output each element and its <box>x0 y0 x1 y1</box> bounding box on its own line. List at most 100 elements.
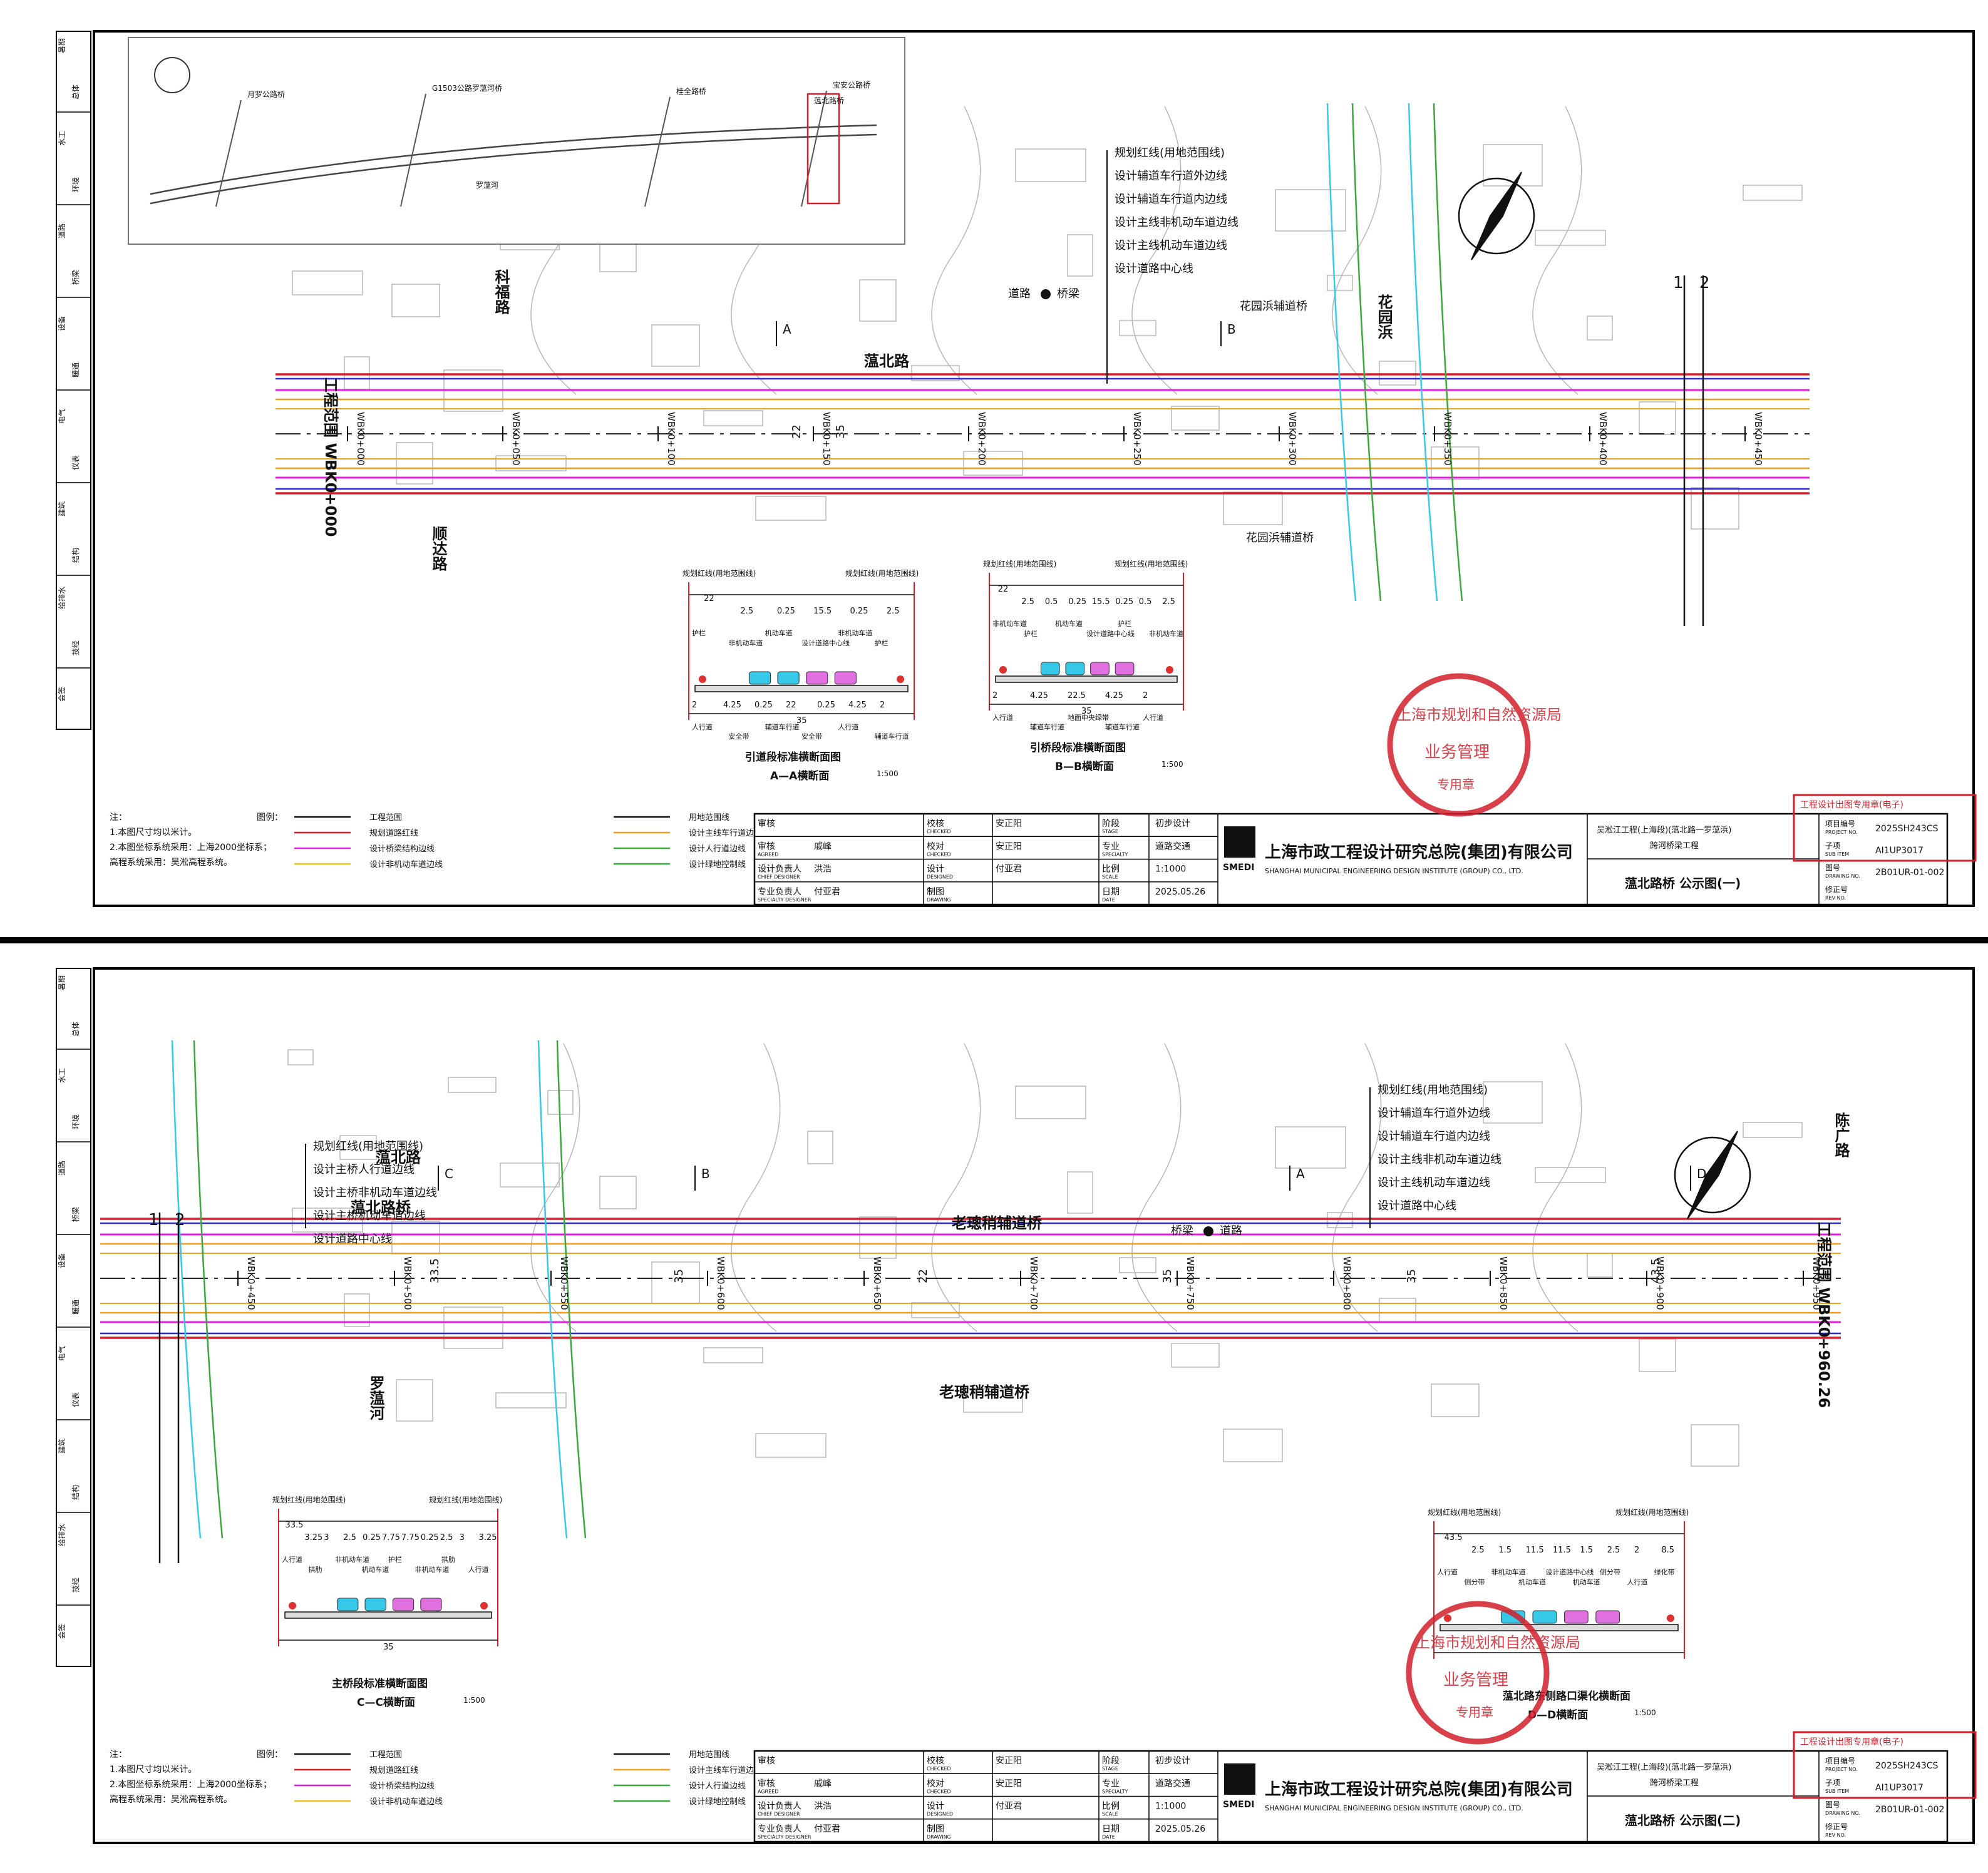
legend-title: 图例： <box>257 1750 283 1760</box>
section-lane-label: 设计道路中心线 <box>801 639 850 647</box>
title-block-cell: AGREED <box>758 1788 778 1794</box>
title-block-cell: 校对 <box>927 841 944 851</box>
side-strip-label: 电气 <box>57 1346 66 1361</box>
terrain-line <box>530 1043 580 1332</box>
section-dim: 0.5 <box>1045 597 1058 607</box>
section-lane-label: 护栏 <box>1024 629 1038 638</box>
section-dim: 0.25 <box>363 1533 381 1542</box>
legend-label: 设计人行道边线 <box>689 1782 746 1791</box>
building-outline <box>339 1135 377 1160</box>
vehicle-icon <box>1090 662 1110 675</box>
building-outline <box>1743 1122 1803 1138</box>
chainage-label: WBK0+400 <box>1597 412 1609 466</box>
title-block-id-label: DRAWING NO. <box>1825 1810 1860 1816</box>
building-outline <box>1587 316 1613 341</box>
building-outline <box>495 1392 567 1409</box>
north-arrow-ring <box>1674 1136 1751 1214</box>
section-redline-label: 规划红线(用地范围线) <box>1428 1507 1501 1517</box>
section-dim: 2 <box>1634 1546 1639 1555</box>
note-text: 2.本图坐标系统采用：上海2000坐标系； <box>110 843 272 853</box>
section-lane-label: 机动车道 <box>765 629 793 637</box>
title-block-cell: 专业负责人 <box>758 1824 801 1834</box>
legend-label: 设计主线车行道边线 <box>689 828 762 838</box>
title-block-cell: SCALE <box>1102 875 1118 880</box>
section-dim: 2.5 <box>887 607 900 616</box>
key-map-bridge-label: G1503公路罗蕰河桥 <box>432 83 502 93</box>
title-block-cell: CHECKED <box>927 1766 951 1772</box>
section-subtitle: B—B横断面 <box>1055 760 1114 773</box>
building-outline <box>1431 1383 1480 1417</box>
section-lane-label: 设计道路中心线 <box>1086 629 1135 638</box>
building-outline <box>500 1162 560 1188</box>
title-block-cell: 专业负责人 <box>758 887 801 897</box>
title-block-id-label: 修正号 <box>1825 885 1848 894</box>
terrain-line <box>1332 1043 1382 1332</box>
building-outline <box>703 410 763 426</box>
section-lane-label: 非机动车道 <box>335 1555 369 1564</box>
section-dim: 22 <box>786 700 796 710</box>
terrain-line <box>1332 106 1382 395</box>
building-outline <box>391 1221 440 1255</box>
stamp-bottom-text: 专用章 <box>1456 1705 1493 1720</box>
chainage-label: WBK0+050 <box>510 412 522 466</box>
transition-label: 道路 <box>1220 1224 1242 1238</box>
stamp-ring-text: 上海市规划和自然资源局 <box>1396 706 1562 724</box>
section-dim: 0.25 <box>777 607 795 616</box>
building-outline <box>1743 185 1803 201</box>
title-block-cell: 安正阳 <box>996 1778 1022 1788</box>
title-block-id-value: AI1UP3017 <box>1875 1783 1924 1793</box>
section-lane-label: 侧分带 <box>1600 1568 1620 1576</box>
side-strip-label: 给排水 <box>58 587 66 609</box>
side-strip-label: 结构 <box>71 1485 80 1500</box>
section-dim: 8.5 <box>1661 1546 1674 1555</box>
chainage-label: WBK0+350 <box>1442 412 1453 466</box>
title-block-id-label: 项目编号 <box>1825 819 1855 828</box>
callout-label: 规划红线(用地范围线) <box>313 1140 423 1153</box>
section-lane-label: 辅道车行道 <box>1105 722 1140 731</box>
section-lane-label: 机动车道 <box>1573 1578 1600 1586</box>
section-redline-label: 规划红线(用地范围线) <box>1115 559 1188 568</box>
chainage-label: WBK0+950 <box>1811 1256 1822 1310</box>
transition-label: 桥梁 <box>1057 287 1079 300</box>
section-dim: 3 <box>460 1533 465 1542</box>
chainage-label: WBK0+450 <box>1753 412 1764 466</box>
building-outline <box>1119 1257 1156 1273</box>
building-outline <box>1223 1429 1283 1462</box>
section-title: 引桥段标准横断面图 <box>1030 741 1126 754</box>
title-block-cell: STAGE <box>1102 829 1118 834</box>
title-block-cell: 专业 <box>1102 841 1120 851</box>
building-outline <box>1587 1253 1613 1278</box>
section-dim: 43.5 <box>1445 1533 1463 1542</box>
callout-label: 设计道路中心线 <box>313 1233 392 1246</box>
section-lane-label: 安全带 <box>728 732 749 741</box>
section-lane-label: 侧分带 <box>1464 1578 1485 1586</box>
legend-label: 设计非机动车道边线 <box>369 1797 443 1807</box>
section-dim: 3.25 <box>304 1533 322 1542</box>
building-outline <box>859 279 897 322</box>
section-redline-label: 规划红线(用地范围线) <box>845 568 919 578</box>
vehicle-icon <box>1065 662 1085 675</box>
section-dim: 0.25 <box>1115 597 1133 607</box>
side-strip-label: 建筑 <box>57 501 66 516</box>
section-mark: A <box>783 322 791 337</box>
legend-label: 设计非机动车道边线 <box>369 860 443 870</box>
section-lane-label: 人行道 <box>1437 1568 1458 1576</box>
building-outline <box>1171 406 1220 431</box>
title-block-cell: 洪浩 <box>814 865 832 875</box>
title-block: 审核校核CHECKED安正阳阶段STAGE初步设计审核AGREED戚峰校对CHE… <box>753 794 1977 906</box>
section-lane-label: 护栏 <box>388 1555 402 1564</box>
section-redline-label: 规划红线(用地范围线) <box>682 568 756 578</box>
section-lane-label: 安全带 <box>801 732 822 741</box>
callout-label: 设计主桥非机动车道边线 <box>313 1186 437 1199</box>
key-map-bridge-line <box>215 100 242 207</box>
side-strip <box>56 31 91 730</box>
title-block-id-label: REV NO. <box>1825 895 1846 901</box>
section-redline-label: 规划红线(用地范围线) <box>429 1495 502 1504</box>
pedestrian-icon <box>1667 1614 1674 1622</box>
company-logo-text: SMEDI <box>1223 863 1254 873</box>
title-block-cell: 专业 <box>1102 1778 1120 1788</box>
company-logo-text: SMEDI <box>1223 1800 1254 1810</box>
